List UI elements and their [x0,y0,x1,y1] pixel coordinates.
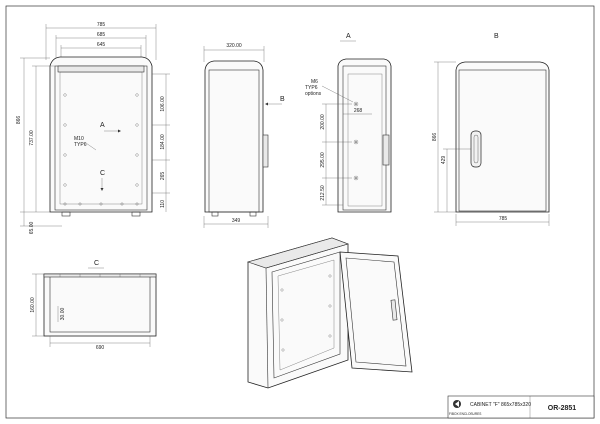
screw-label: M6 [311,79,318,85]
side-view: 320.00 349 B [203,43,285,228]
company-name: FIBOX ENCLOSURES [449,412,481,416]
title-block: CABINET "F" 865x785x320 FIBOX ENCLOSURES… [447,395,595,419]
dim-inner-width: 685 [97,32,106,38]
dim-c-inner: 30.00 [60,308,66,321]
dim-c-depth: 160.00 [30,297,36,313]
dim-right-3: 265 [160,172,166,181]
dim-bottom-offset: 65.00 [29,222,35,235]
view-b-label: B [494,33,499,40]
dim-a-1: 200.00 [320,114,326,130]
door-handle [470,130,482,168]
section-mark-b: B [280,96,285,103]
section-mark-c: C [100,170,105,177]
dim-a-2: 295.00 [320,152,326,168]
sheet-border [5,5,595,419]
dim-right-4: 110 [160,200,166,208]
bolt-sub: TYP6 [74,142,87,148]
dim-b-width: 785 [499,216,508,222]
dim-c-width: 690 [96,345,105,351]
title-text: CABINET "F" 865x785x320 [470,402,531,408]
isometric-view [246,237,413,389]
screw-sub-2: options [305,91,322,97]
dim-overall-height: 866 [16,116,22,125]
dim-inner-height: 737.00 [29,130,35,146]
dim-a-3: 212.50 [320,185,326,201]
drawing-number: OR-2851 [548,405,577,412]
dim-right-2: 184.00 [160,134,166,150]
dim-right-1: 106.00 [160,96,166,112]
dim-mount-width: 645 [97,42,106,48]
section-c-label: C [94,260,99,267]
front-view: 785 685 645 866 737.00 65.00 106 [16,22,170,234]
dim-b-handle: 429 [441,156,447,165]
view-b: B 866 429 785 [432,33,550,226]
bolt-label: M10 [74,136,84,142]
section-a-view: A M6 TYP6 options 268 200.00 295.00 212.… [305,33,392,213]
section-a-label: A [346,33,351,40]
dim-268: 268 [354,108,363,114]
section-c-view: C 160.00 30.00 690 [30,260,157,351]
dim-b-height: 866 [432,133,438,142]
section-mark-a: A [100,122,105,129]
screw-sub-1: TYP6 [305,85,318,91]
dim-side-top: 320.00 [226,43,242,49]
dim-overall-width: 785 [97,22,106,28]
dim-side-bottom: 349 [232,218,241,224]
